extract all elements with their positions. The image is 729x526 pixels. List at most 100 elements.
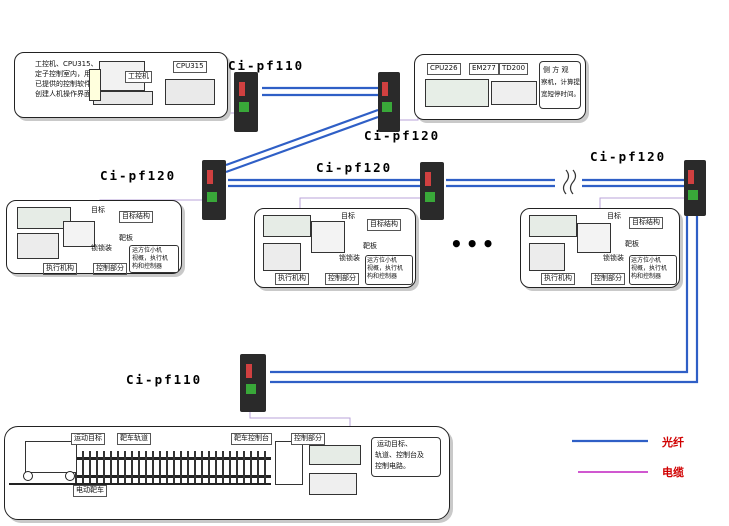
control-label: 控制部分: [591, 273, 625, 285]
moving-target-label: 运动目标: [71, 433, 105, 445]
ellipsis-more-stations: •••: [450, 232, 498, 256]
station-note-line: 构和控制器: [367, 273, 398, 280]
control-label: 控制部分: [325, 273, 359, 285]
station-note-box: [129, 245, 179, 273]
device-label-bottom: Ci-pf110: [126, 372, 203, 387]
target-station-panel: 目标 目标结构 靶板 锁锁装 执行机构 控制部分 运方位小机 视概，执行机 构和…: [254, 208, 416, 288]
converter-device-mid-left: [202, 160, 226, 220]
converter-device-mid-center: [420, 162, 444, 220]
target-station-panel: 目标 目标结构 靶板 锁锁装 执行机构 控制部分 运方位小机 视概，执行机 构和…: [520, 208, 680, 288]
converter-device-mid-right: [684, 160, 706, 216]
target-frame-label: 目标: [607, 212, 621, 220]
station-note-box: [629, 255, 677, 285]
fiber-line: [270, 214, 689, 374]
plc-module-icon: [17, 207, 71, 229]
td200-label: TD200: [499, 63, 529, 75]
converter-device-top-left: [234, 72, 258, 132]
control-room-note-line: 定子控制室内，用由: [35, 70, 98, 78]
station-note-box: [365, 255, 413, 285]
control-room-note-line: 工控机、CPU315、: [35, 60, 98, 68]
moving-target-note-box: [371, 437, 441, 477]
vehicle-label: 电动靶车: [73, 485, 107, 497]
actuator-label: 执行机构: [541, 273, 575, 285]
cpu315-label: CPU315: [173, 61, 207, 73]
vehicle-wheel: [65, 471, 75, 481]
ground-line: [9, 483, 271, 485]
lock-label: 锁锁装: [339, 254, 360, 262]
fiber-line: [225, 108, 379, 167]
target-structure-label: 目标结构: [367, 219, 401, 231]
fiber-lines: [225, 86, 699, 443]
moving-target-note-line: 轨道、控制台及: [375, 451, 424, 459]
legend-cable-label: 电缆: [662, 466, 684, 479]
target-structure-label: 目标结构: [629, 217, 663, 229]
legend-fiber-label: 光纤: [662, 436, 684, 449]
target-label: 靶板: [363, 242, 377, 250]
station-note-line: 运方位小机: [132, 247, 163, 254]
converter-device-bottom: [240, 354, 266, 412]
observation-note-box: [539, 61, 581, 109]
plc-module-icon: [425, 79, 489, 107]
target-frame-label: 目标: [341, 212, 355, 220]
device-label-mid-right: Ci-pf120: [590, 149, 667, 164]
observation-note-line: 侧 方 观: [543, 66, 569, 74]
device-label-mid-left: Ci-pf120: [100, 168, 177, 183]
target-board-icon: [311, 221, 345, 253]
cpu315-rack-icon: [165, 79, 215, 105]
plc-module-icon: [529, 215, 577, 237]
td200-panel-icon: [491, 81, 537, 105]
converter-device-top-right: [378, 72, 400, 132]
station-note-line: 视概，执行机: [132, 255, 169, 262]
em277-label: EM277: [469, 63, 499, 75]
actuator-icon: [529, 243, 565, 271]
display-panel-icon: [309, 473, 357, 495]
target-frame-label: 目标: [91, 206, 105, 214]
plc-module-icon: [263, 215, 311, 237]
observation-note-line: 察机，计算提: [541, 78, 580, 86]
station-note-line: 运方位小机: [631, 257, 662, 264]
plc-module-icon: [309, 445, 361, 465]
control-label: 控制部分: [291, 433, 325, 445]
side-observation-panel: CPU226 EM277 TD200 侧 方 观 察机，计算提 宽短停时间。: [414, 54, 586, 120]
track-label: 靶车轨道: [117, 433, 151, 445]
break-mark: [562, 169, 577, 195]
actuator-icon: [17, 233, 59, 259]
station-note-line: 视概，执行机: [367, 265, 404, 272]
target-board-icon: [577, 223, 611, 253]
moving-target-note-line: 控制电路。: [375, 462, 410, 470]
station-note-line: 运方位小机: [367, 257, 398, 264]
station-note-line: 构和控制器: [132, 263, 163, 270]
control-room-note-line: 已提供的控制软件，: [35, 80, 98, 88]
lock-label: 锁锁装: [603, 254, 624, 262]
control-label: 控制部分: [93, 263, 127, 275]
target-station-panel: 目标 目标结构 靶板 锁锁装 执行机构 控制部分 运方位小机 视概，执行机 构和…: [6, 200, 182, 275]
lock-label: 锁锁装: [91, 244, 112, 252]
vehicle-icon: [25, 441, 77, 473]
moving-target-panel: 运动目标 靶车轨道 靶车控制台 控制部分 电动靶车 运动目标、 轨道、控制台及 …: [4, 426, 450, 520]
device-label-top-left: Ci-pf110: [228, 58, 305, 73]
pc-label: 工控机: [125, 71, 152, 83]
station-note-line: 视概，执行机: [631, 265, 668, 272]
console-label: 靶车控制台: [231, 433, 272, 445]
actuator-label: 执行机构: [43, 263, 77, 275]
moving-target-note-line: 运动目标、: [377, 440, 412, 448]
target-structure-label: 目标结构: [119, 211, 153, 223]
fiber-line: [225, 115, 379, 174]
actuator-label: 执行机构: [275, 273, 309, 285]
device-label-mid-center: Ci-pf120: [316, 160, 393, 175]
cpu226-label: CPU226: [427, 63, 461, 75]
target-label: 靶板: [625, 240, 639, 248]
device-label-top-right: Ci-pf120: [364, 128, 441, 143]
target-label: 靶板: [119, 234, 133, 242]
station-note-line: 构和控制器: [631, 273, 662, 280]
target-board-icon: [63, 221, 95, 247]
console-icon: [275, 441, 303, 485]
vehicle-wheel: [23, 471, 33, 481]
observation-note-line: 宽短停时间。: [541, 90, 580, 98]
control-room-note-line: 创建人机操作界面。: [35, 90, 98, 98]
track-sleepers: [75, 451, 271, 485]
actuator-icon: [263, 243, 301, 271]
pc-tower-icon: [89, 69, 101, 101]
fiber-line: [270, 214, 699, 384]
control-room-panel: 工控机、CPU315、 定子控制室内，用由 已提供的控制软件， 创建人机操作界面…: [14, 52, 228, 118]
